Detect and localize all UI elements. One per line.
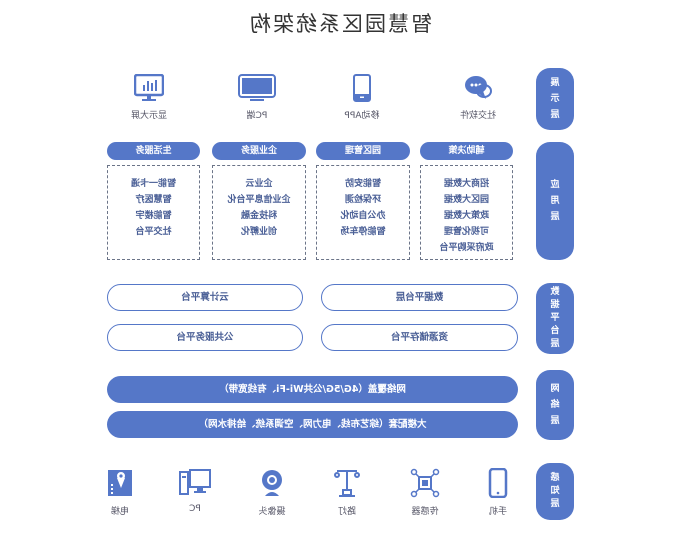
app-header-enterprise: 企业服务 (212, 142, 306, 160)
app-header-life: 生活服务 (107, 142, 200, 160)
public-service-box: 公共服务平台 (107, 324, 303, 351)
app-box-enterprise: 企业云 企业信息平台化 科技金融 创业孵化 (212, 165, 306, 260)
list-item: 智慧医疗 (135, 195, 172, 205)
app-box-park-management: 智能安防 环保检测 办公自动化 智能停车场 (316, 165, 410, 260)
list-item: 智能停车场 (340, 227, 386, 237)
display-item-mobile-app: 移动APP (322, 74, 402, 121)
network-coverage-bar: 网络覆盖（4G/5G/公共Wi-Fi、有线宽带） (107, 376, 518, 403)
list-item: 园区大数据 (444, 195, 490, 205)
list-item: 智能安防 (345, 179, 382, 189)
list-item: 企业云 (245, 179, 273, 189)
chat-icon (465, 76, 492, 99)
layer-label-display: 展 示 层 (536, 68, 574, 130)
icon-label: 电梯 (111, 507, 130, 517)
perception-item-streetlight: 路灯 (307, 468, 387, 517)
app-header-decision: 辅助决策 (420, 142, 513, 160)
icon-label: 社交软件 (460, 111, 497, 121)
perception-item-camera: 摄像头 (232, 468, 312, 517)
list-item: 环保检测 (345, 195, 382, 205)
elevator-icon (108, 470, 132, 496)
layer-char: 感 (550, 473, 560, 483)
layer-char: 知 (550, 486, 560, 496)
building-facilities-bar: 大楼配套（综艺布线、电力网、空调系统、给排水网） (107, 411, 518, 438)
icon-label: 摄像头 (258, 507, 286, 517)
list-item: 政策大数据 (444, 211, 490, 221)
icon-label: 移动APP (344, 111, 380, 121)
list-item: 创业孵化 (241, 227, 278, 237)
layer-char: 数 (550, 287, 560, 297)
layer-label-perception: 感 知 层 (536, 463, 574, 520)
layer-char: 层 (550, 110, 560, 120)
list-item: 可视化管理 (444, 227, 490, 237)
display-item-pc: PC端 (217, 74, 297, 121)
list-item: 招商大数据 (444, 179, 490, 189)
dashboard-screen-icon (134, 74, 164, 101)
icon-label: PC (189, 504, 201, 514)
data-platform-box: 数据平台层 (321, 284, 518, 311)
layer-char: 层 (550, 499, 560, 509)
icon-label: 手机 (489, 507, 508, 517)
layer-char: 示 (550, 94, 560, 104)
layer-char: 层 (550, 416, 560, 426)
layer-label-data-platform: 数 据 平 台 层 (536, 283, 574, 354)
icon-label: 路灯 (338, 507, 357, 517)
layer-char: 台 (550, 326, 560, 336)
layer-label-application: 应 用 层 (536, 142, 574, 260)
layer-char: 层 (550, 339, 560, 349)
display-item-big-screen: 显示大屏 (109, 74, 189, 121)
list-item: 企业信息平台化 (227, 195, 291, 205)
mobile-icon (353, 74, 371, 102)
phone-icon (488, 468, 508, 498)
perception-item-pc: PC (155, 468, 235, 514)
list-item: 智能楼宇 (135, 211, 172, 221)
list-item: 政府采购平台 (439, 243, 494, 253)
streetlight-icon (334, 470, 360, 497)
layer-char: 展 (550, 78, 560, 88)
icon-label: PC端 (246, 111, 268, 121)
camera-icon (262, 470, 282, 496)
layer-char: 用 (550, 196, 560, 206)
perception-item-elevator: 电梯 (80, 468, 160, 517)
display-item-social: 社交软件 (438, 74, 518, 121)
layer-char: 应 (550, 180, 560, 190)
sensor-icon (410, 468, 440, 498)
pc-icon (179, 469, 211, 495)
cloud-computing-box: 云计算平台 (107, 284, 303, 311)
page-title: 智慧园区系统架构 (248, 12, 432, 36)
monitor-icon (238, 74, 276, 101)
resource-storage-box: 资源储存平台 (321, 324, 518, 351)
layer-label-network: 网 络 层 (536, 370, 574, 440)
layer-char: 络 (550, 400, 560, 410)
list-item: 智能一卡通 (131, 179, 177, 189)
app-header-park-management: 园区管理 (316, 142, 410, 160)
list-item: 科技金融 (241, 211, 278, 221)
icon-label: 显示大屏 (131, 111, 168, 121)
app-box-life: 智能一卡通 智慧医疗 智能楼宇 社交平台 (107, 165, 200, 260)
layer-char: 平 (550, 313, 560, 323)
app-box-decision: 招商大数据 园区大数据 政策大数据 可视化管理 政府采购平台 (420, 165, 513, 260)
layer-char: 网 (550, 384, 560, 394)
list-item: 社交平台 (135, 227, 172, 237)
layer-char: 据 (550, 300, 560, 310)
layer-char: 层 (550, 212, 560, 222)
icon-label: 传感器 (411, 507, 439, 517)
perception-item-phone: 手机 (458, 468, 538, 517)
perception-item-sensor: 传感器 (385, 468, 465, 517)
list-item: 办公自动化 (340, 211, 386, 221)
